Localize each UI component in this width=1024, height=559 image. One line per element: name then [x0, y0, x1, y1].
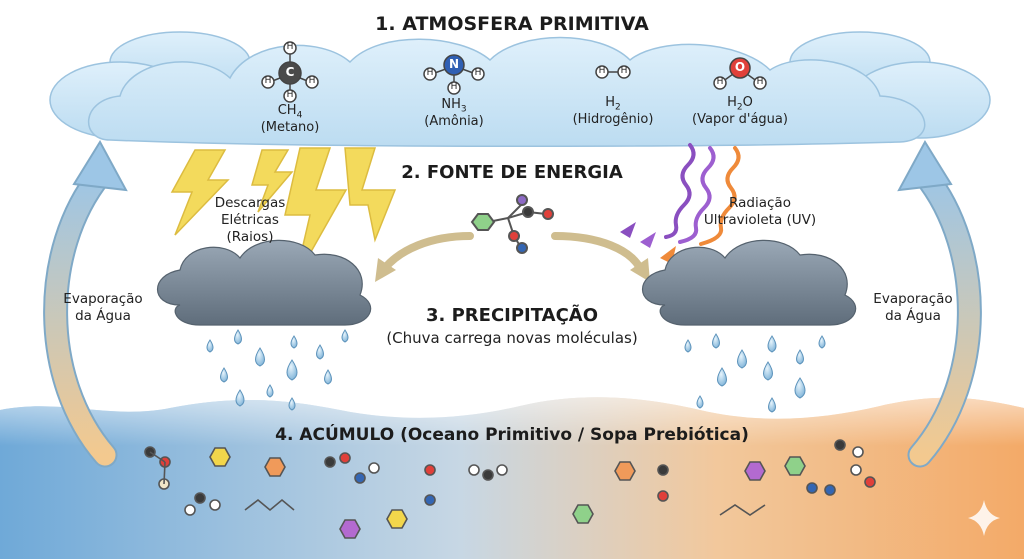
h-atom-label: H: [426, 68, 434, 78]
h-atom-label: H: [620, 66, 628, 76]
precipitation-title: 3. PRECIPITAÇÃO: [425, 305, 599, 326]
h-atom-label: H: [286, 42, 294, 52]
lightning-bolts: [170, 147, 397, 281]
storm-cloud-right: [641, 239, 857, 326]
water-center-atom: O: [734, 60, 746, 74]
evaporation-arrow-left: [43, 140, 128, 468]
ocean-molecules: [144, 439, 876, 539]
ammonia-name: (Amônia): [424, 114, 484, 129]
uv-label-line2: Ultravioleta (UV): [703, 212, 817, 228]
h-atom-label: H: [308, 76, 316, 86]
ammonia-formula: NH3: [441, 97, 467, 115]
h-atom-label: H: [286, 90, 294, 100]
precipitation-subtitle: (Chuva carrega novas moléculas): [386, 329, 638, 347]
center-molecule: [470, 194, 554, 254]
lightning-label-line3: (Raios): [226, 229, 274, 245]
reaction-arrows: [381, 232, 644, 272]
ammonia-center-atom: N: [448, 57, 460, 71]
energy-title: 2. FONTE DE ENERGIA: [401, 162, 623, 183]
h-atom-label: H: [474, 68, 482, 78]
reaction-arrow-head-left: [375, 258, 396, 282]
hydrogen-formula: H2: [605, 95, 621, 113]
h-atom-label: H: [716, 77, 724, 87]
hydrogen-molecule: [595, 65, 631, 79]
lightning-label-line1: Descargas: [214, 195, 286, 211]
reaction-arrow-head-right: [630, 258, 650, 282]
h-atom-label: H: [598, 66, 606, 76]
hydrogen-name: (Hidrogênio): [572, 112, 654, 127]
methane-formula: CH4: [277, 103, 303, 121]
atmosphere-cloud-band: [49, 31, 991, 148]
rain-drops-left: [206, 329, 349, 411]
ammonia-molecule: [423, 54, 485, 95]
methane-name: (Metano): [260, 120, 320, 135]
h-atom-label: H: [450, 82, 458, 92]
uv-label-line1: Radiação: [729, 195, 791, 211]
evaporation-left-line2: da Água: [75, 308, 131, 324]
h-atom-label: H: [756, 77, 764, 87]
rain-drops-right: [684, 333, 826, 413]
lightning-label-line2: Elétricas: [221, 212, 279, 228]
water-formula: H2O: [727, 95, 753, 113]
atmosphere-title: 1. ATMOSFERA PRIMITIVA: [375, 13, 649, 35]
evaporation-arrow-right: [897, 140, 982, 468]
methane-center-atom: C: [285, 65, 295, 79]
water-molecule: [713, 57, 767, 90]
h-atom-label: H: [264, 76, 272, 86]
accumulation-title: 4. ACÚMULO (Oceano Primitivo / Sopa Preb…: [275, 425, 749, 445]
evaporation-right-line2: da Água: [885, 308, 941, 324]
evaporation-left-line1: Evaporação: [63, 291, 143, 307]
evaporation-right-line1: Evaporação: [873, 291, 953, 307]
methane-molecule: [261, 41, 319, 103]
storm-cloud-left: [156, 239, 372, 326]
water-name: (Vapor d'água): [692, 112, 788, 127]
ocean: [0, 397, 1024, 559]
uv-rays: [620, 143, 741, 264]
sparkle-icon: [968, 500, 1000, 536]
